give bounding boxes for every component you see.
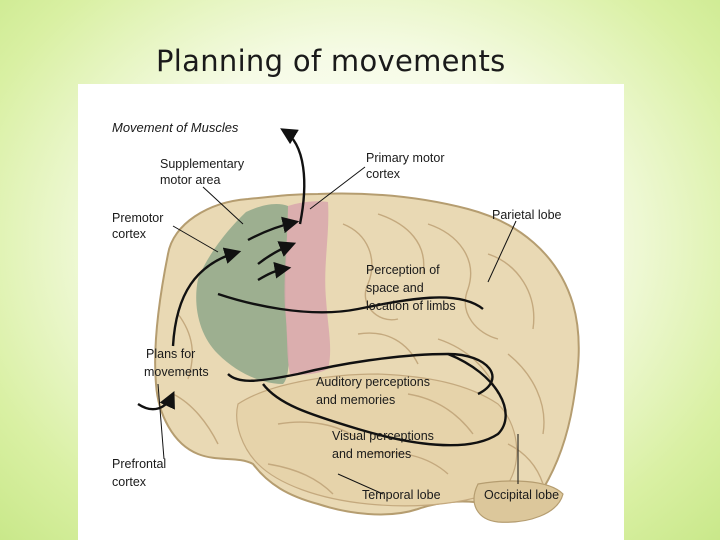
label-occipital-lobe: Occipital lobe [484, 488, 559, 502]
label-perception-2: space and [366, 281, 424, 295]
label-parietal-lobe: Parietal lobe [492, 208, 562, 222]
label-primary-1: Primary motor [366, 151, 444, 165]
primary-motor-region [285, 201, 331, 375]
label-supplementary-1: Supplementary [160, 157, 245, 171]
label-prefrontal-1: Prefrontal [112, 457, 166, 471]
label-supplementary-2: motor area [160, 173, 220, 187]
label-visual-2: and memories [332, 447, 411, 461]
label-movement-of-muscles: Movement of Muscles [112, 120, 239, 135]
brain-diagram: Movement of Muscles Supplementary motor … [78, 84, 624, 540]
label-perception-3: location of limbs [366, 299, 456, 313]
label-auditory-1: Auditory perceptions [316, 375, 430, 389]
slide-title: Planning of movements [156, 44, 506, 78]
label-visual-1: Visual perceptions [332, 429, 434, 443]
label-prefrontal-2: cortex [112, 475, 147, 489]
label-perception-1: Perception of [366, 263, 440, 277]
label-premotor-1: Premotor [112, 211, 163, 225]
label-plans-2: movements [144, 365, 209, 379]
label-premotor-2: cortex [112, 227, 147, 241]
brain-svg: Movement of Muscles Supplementary motor … [78, 84, 624, 540]
label-plans-1: Plans for [146, 347, 195, 361]
label-temporal-lobe: Temporal lobe [362, 488, 441, 502]
label-primary-2: cortex [366, 167, 401, 181]
label-auditory-2: and memories [316, 393, 395, 407]
